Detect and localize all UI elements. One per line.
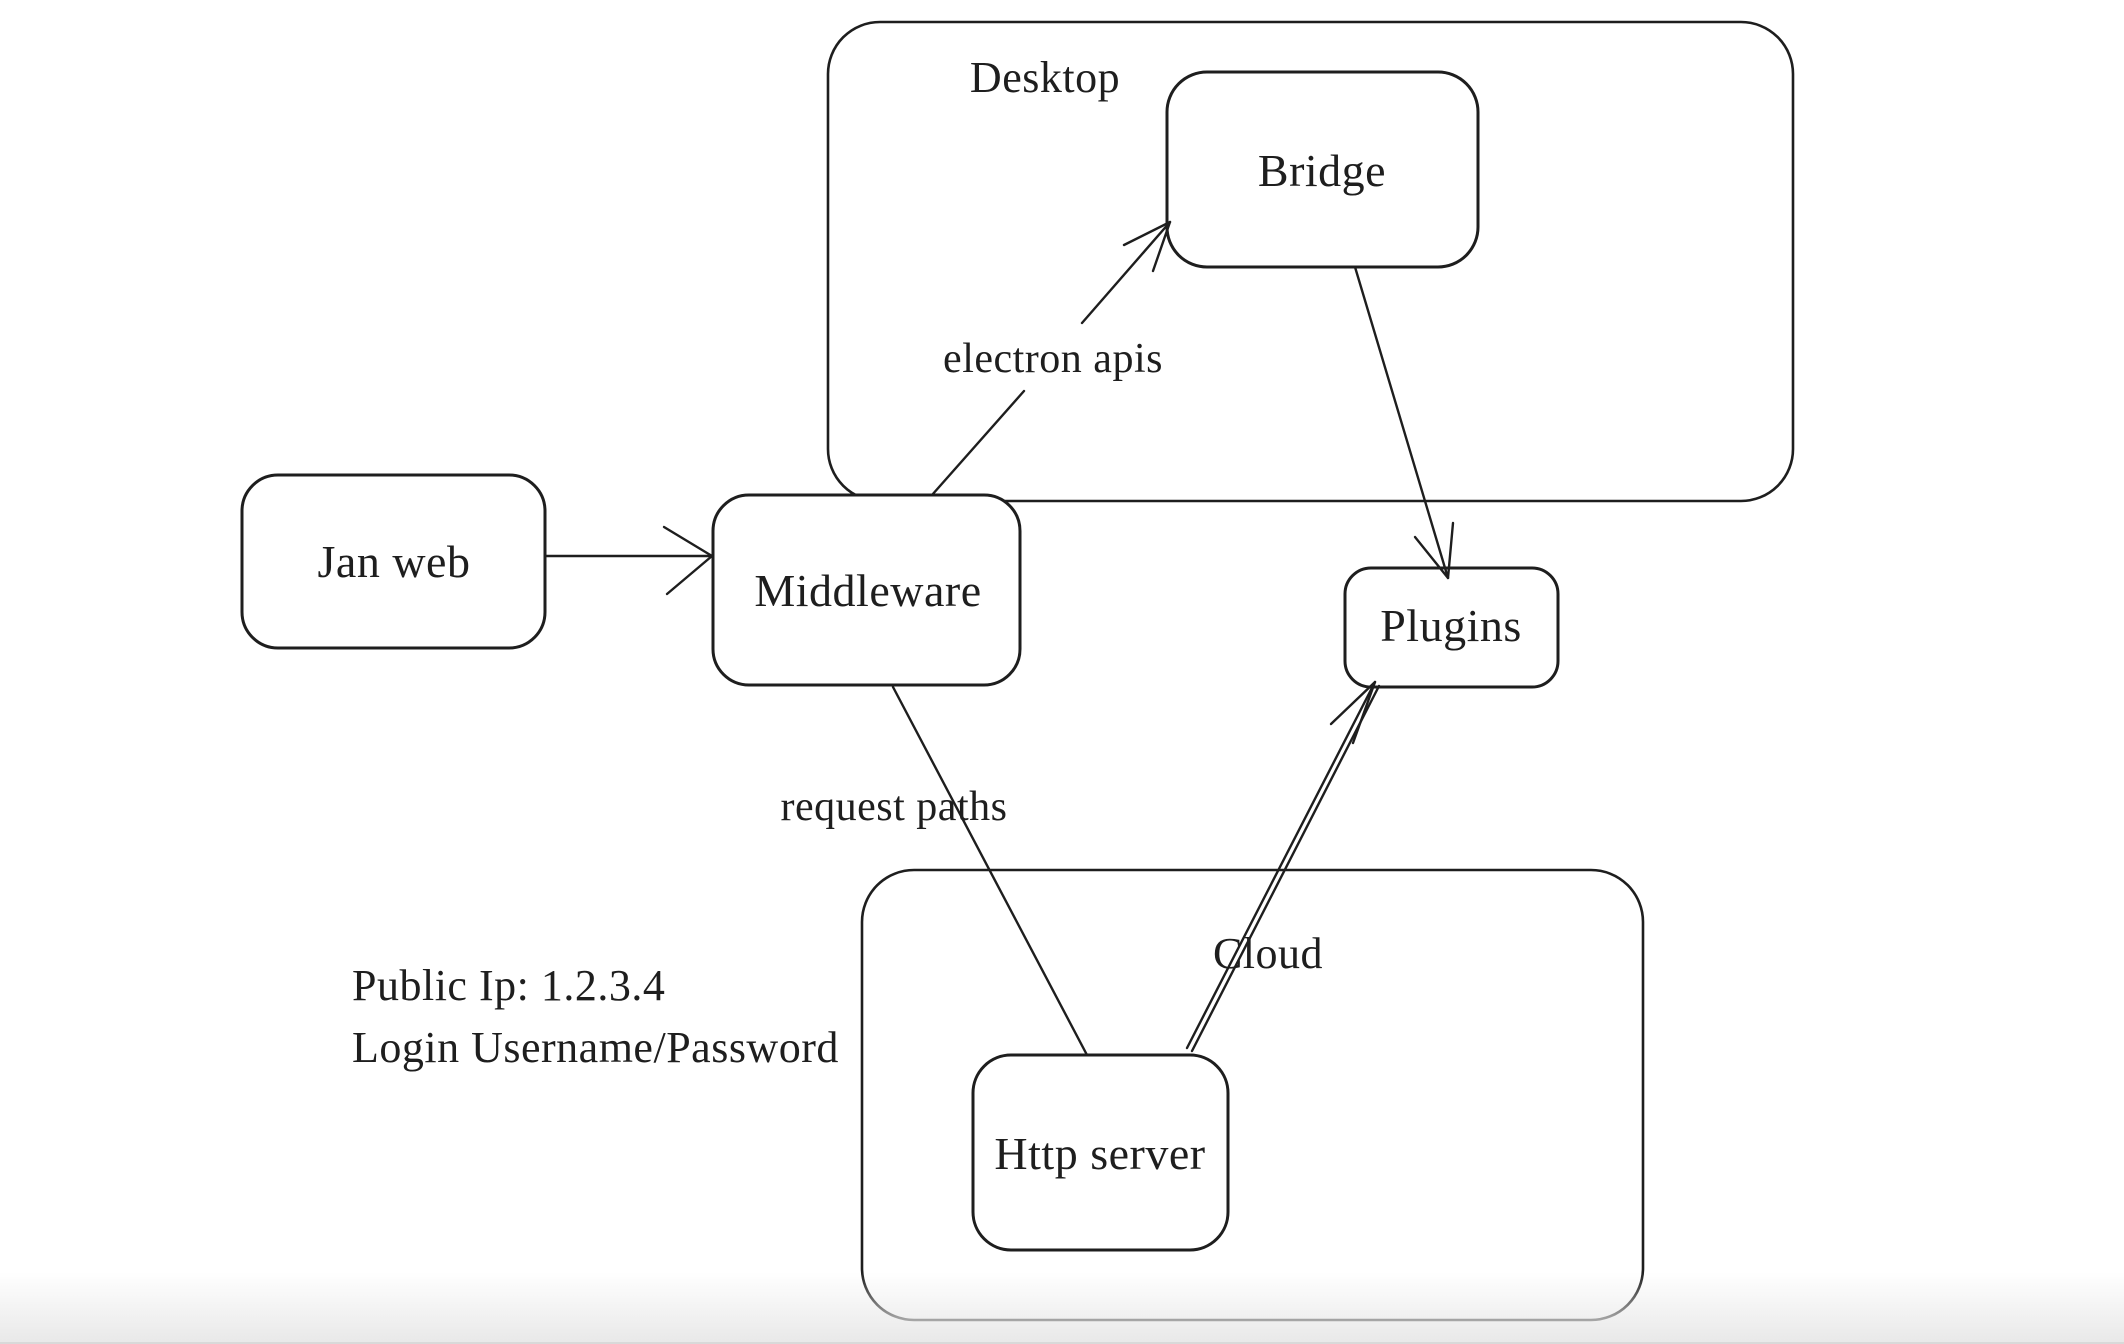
middleware-label[interactable]: Middleware bbox=[754, 565, 981, 616]
arrowhead-janweb-to-middleware[interactable] bbox=[662, 525, 714, 596]
edge-middleware-to-bridge[interactable] bbox=[930, 220, 1172, 497]
arrowhead-httpserver-to-plugins[interactable] bbox=[1329, 680, 1377, 745]
http-server-label[interactable]: Http server bbox=[994, 1128, 1205, 1179]
desktop-container-box[interactable] bbox=[826, 20, 1795, 503]
jan-web-node[interactable] bbox=[240, 473, 547, 650]
cloud-container-label[interactable]: Cloud bbox=[1213, 929, 1323, 978]
jan-web-label[interactable]: Jan web bbox=[318, 536, 471, 587]
edge-middleware-to-httpserver[interactable] bbox=[891, 685, 1089, 1057]
desktop-container-label[interactable]: Desktop bbox=[970, 53, 1120, 102]
bottom-fade-strip bbox=[0, 1272, 2124, 1344]
http-server-node[interactable] bbox=[971, 1053, 1230, 1252]
arrowhead-bridge-to-plugins[interactable] bbox=[1413, 521, 1455, 580]
request-paths-edge-label[interactable]: request paths bbox=[781, 784, 1008, 830]
electron-apis-edge-label[interactable]: electron apis bbox=[943, 336, 1163, 382]
public-ip-note[interactable]: Public Ip: 1.2.3.4 bbox=[352, 961, 665, 1010]
plugins-label[interactable]: Plugins bbox=[1380, 600, 1522, 651]
edge-httpserver-to-plugins[interactable] bbox=[1185, 680, 1381, 1053]
login-note[interactable]: Login Username/Password bbox=[352, 1023, 839, 1072]
bridge-label[interactable]: Bridge bbox=[1258, 145, 1386, 196]
bottom-edge-line bbox=[0, 1342, 2124, 1344]
edge-bridge-to-plugins[interactable] bbox=[1353, 265, 1450, 580]
plugins-node[interactable] bbox=[1343, 566, 1560, 689]
arrowhead-middleware-to-bridge[interactable] bbox=[1122, 220, 1172, 273]
bridge-node[interactable] bbox=[1165, 70, 1480, 269]
middleware-node[interactable] bbox=[711, 493, 1022, 687]
